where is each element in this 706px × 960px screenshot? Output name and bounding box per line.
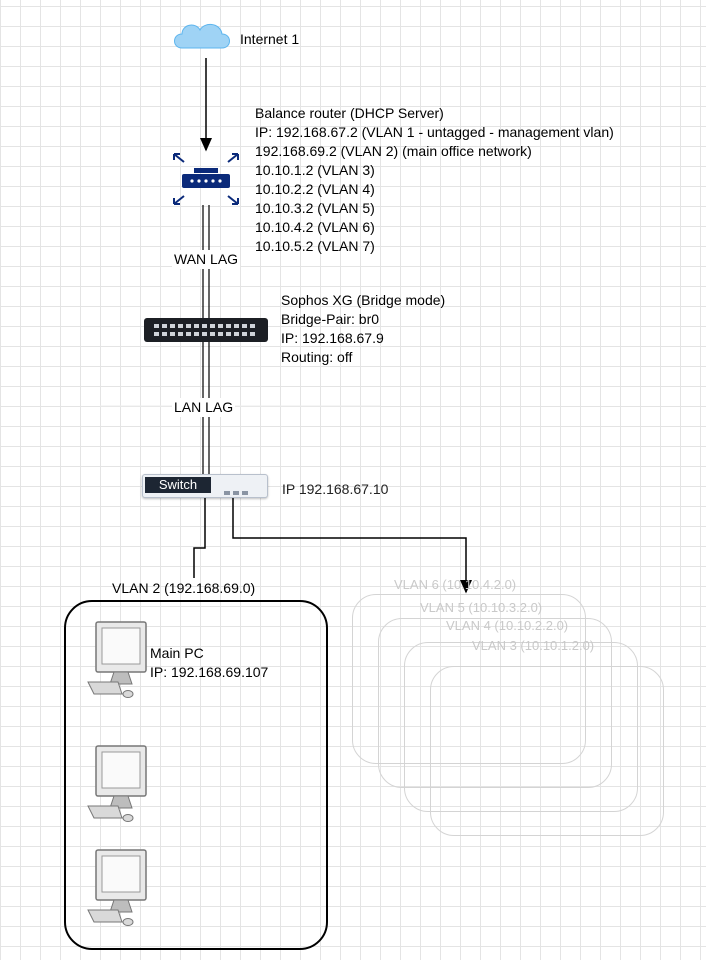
vlan2-group-box: [64, 600, 328, 950]
vlan-group-label: VLAN 6 (10.10.4.2.0): [394, 577, 517, 592]
firewall-line: Routing: off: [281, 349, 353, 365]
main-pc-ip: IP: 192.168.69.107: [150, 664, 269, 680]
switch-ip: IP 192.168.67.10: [282, 481, 389, 497]
firewall-line: Sophos XG (Bridge mode): [281, 292, 446, 308]
router-line: 10.10.5.2 (VLAN 7): [255, 238, 375, 254]
vlan-group-box: [378, 618, 612, 788]
vlan-group-box: [404, 642, 638, 812]
firewall-appliance-icon: [144, 318, 268, 342]
desktop-pc-icon: [87, 745, 147, 822]
router-line: IP: 192.168.67.2 (VLAN 1 - untagged - ma…: [255, 124, 614, 140]
wan-lag-label: WAN LAG: [172, 250, 241, 269]
router-line: 10.10.2.2 (VLAN 4): [255, 181, 375, 197]
vlan-group-label: VLAN 5 (10.10.3.2.0): [420, 600, 543, 615]
desktop-pc-icon: [87, 621, 147, 698]
vlan-group-label: VLAN 3 (10.10.1.2.0): [472, 638, 595, 653]
cloud-icon: [174, 24, 230, 49]
switch-ports-icon: [224, 482, 251, 500]
router-line: Balance router (DHCP Server): [255, 105, 444, 121]
router-line: 192.168.69.2 (VLAN 2) (main office netwo…: [255, 143, 532, 159]
internet-label: Internet 1: [240, 31, 300, 47]
main-pc-name: Main PC: [150, 645, 204, 661]
vlan2-title: VLAN 2 (192.168.69.0): [112, 580, 256, 596]
router-line: 10.10.3.2 (VLAN 5): [255, 200, 375, 216]
switch-tag: Switch: [145, 477, 211, 493]
vlan-group-label: VLAN 4 (10.10.2.2.0): [446, 618, 569, 633]
vlan-group-box: [352, 594, 586, 764]
switch-other-vlans-link: [232, 497, 472, 594]
desktop-pc-icon: [87, 849, 147, 926]
router-line: 10.10.1.2 (VLAN 3): [255, 162, 375, 178]
lan-lag-label: LAN LAG: [172, 398, 236, 417]
firewall-line: IP: 192.168.67.9: [281, 330, 384, 346]
router-line: 10.10.4.2 (VLAN 6): [255, 219, 375, 235]
router-info: Balance router (DHCP Server) IP: 192.168…: [255, 104, 614, 256]
vlan-group-box: [430, 666, 664, 836]
router-icon: [173, 153, 239, 205]
firewall-info: Sophos XG (Bridge mode) Bridge-Pair: br0…: [281, 291, 445, 367]
switch-vlan2-link: [193, 497, 206, 578]
firewall-line: Bridge-Pair: br0: [281, 311, 380, 327]
